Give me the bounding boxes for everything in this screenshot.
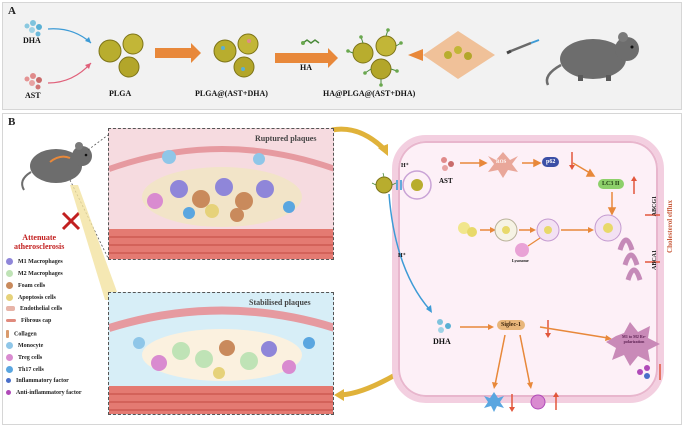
panel-b-letter: B [8,116,16,128]
h-plus-top-label: H⁺ [401,163,409,169]
ast-mech-label: AST [439,177,453,185]
legend-label: Monocyte [18,342,44,349]
ha-label: HA [300,63,312,72]
abcg1-label: ABCG1 [652,196,658,217]
nanoparticle-diamond-icon [408,31,495,79]
legend-label: Endothelial cells [20,306,63,312]
ros-label: ROS [496,160,507,165]
legend-label: Th17 cells [18,366,44,373]
ast-pathway-arrows [460,158,617,216]
th17-output-icon [484,392,504,412]
legend-item: M1 Macrophages [6,258,63,265]
dha-mech-label: DHA [433,337,451,346]
ruptured-plaque-box: Ruptured plaques [108,128,334,260]
lysosome-icon [515,243,529,257]
treg-cell-icon [6,354,13,361]
endosome-icon [402,170,432,200]
transporter-icons [617,214,660,281]
anti-inflammatory-factor-icon [6,390,11,396]
lysosome-label: Lysosome [512,258,529,263]
dha-release-arrow [388,193,431,311]
autophagy-row [458,214,622,257]
legend-item: M2 Macrophages [6,270,63,277]
ast-label: AST [25,91,41,100]
ast-release-icon [441,157,454,171]
lc3-node: LC3 II [598,179,624,189]
legend-item: Foam cells [6,282,45,289]
receptor-nanoparticle-icon [371,172,402,194]
foam-cell-icon [6,282,13,289]
treg-output-icon [530,394,546,410]
th17-cell-icon [6,366,13,373]
plga-nanoparticle-icon [98,33,144,78]
panel-a: A [2,2,682,110]
plga-loaded-nanoparticle-icon [213,33,259,78]
m2-macrophage-icon [6,270,13,277]
legend-item: Fibrous cap [6,318,51,324]
legend-item: Th17 cells [6,366,44,373]
stabilised-plaque-art [109,306,333,414]
attenuate-label: Attenuate atherosclerosis [14,233,65,251]
m1-macrophage-icon [6,258,13,265]
legend-label: Inflammatory factor [16,378,69,384]
mouse-icon [545,32,639,86]
legend-label: Apoptosis cells [18,294,56,301]
monocyte-icon [6,342,13,349]
ast-molecule-icon [24,73,42,90]
legend-label: Treg cells [18,354,43,361]
dha-molecule-icon [24,20,42,37]
legend-item: Treg cells [6,354,42,361]
ruptured-plaque-art [109,146,333,259]
panel-a-letter: A [8,5,16,17]
step1-arrow [155,43,201,63]
cholesterol-efflux-label: Cholesterol efflux [666,200,674,253]
siglec-node: Siglec-1 [497,320,525,330]
endothelial-cell-icon [6,306,15,312]
step2-arrow [275,48,338,68]
ruptured-plaques-title: Ruptured plaques [255,134,317,143]
polarization-label: M1 to M2 Re-polarization [622,334,646,344]
inflammatory-factor-icon [6,378,11,384]
legend-label: Foam cells [18,282,46,289]
ruptured-cells [147,150,295,222]
legend-item: Inflammatory factor [6,378,69,384]
legend-label: Collagen [14,331,37,338]
stabilised-plaques-title: Stabilised plaques [249,298,311,307]
legend-item: Anti-inflammatory factor [6,390,81,396]
fibrous-cap-icon [6,319,16,323]
legend-label: M2 Macrophages [18,270,63,277]
legend-item: Apoptosis cells [6,294,56,301]
ha-plga-label: HA@PLGA@(AST+DHA) [323,89,416,98]
legend-item: Monocyte [6,342,43,349]
stabilised-cells [133,337,315,379]
legend-label: M1 Macrophages [18,258,63,265]
plga-label: PLGA [109,89,132,98]
polarization-star-icon [606,322,660,366]
dha-release-icon [437,319,451,333]
plga-loaded-label: PLGA@(AST+DHA) [195,89,268,98]
treatment-beam [70,185,120,300]
dha-label: DHA [23,36,41,45]
p62-node: p62 [542,157,560,167]
ha-plga-nanoparticle-icon [346,28,403,87]
apoptosis-cell-icon [6,294,13,301]
cytokine-output-icons [637,364,661,380]
syringe-icon [506,39,540,55]
legend-item: Collagen [6,330,37,338]
legend-label: Anti-inflammatory factor [16,390,82,396]
h-plus-side-label: H⁺ [398,253,406,259]
collagen-icon [6,330,9,338]
legend-item: Endothelial cells [6,306,62,312]
legend-label: Fibrous cap [21,318,52,324]
inhibition-cross-icon [61,211,81,231]
mouse-with-plaque-icon [21,142,92,191]
ros-icon [488,152,518,178]
stabilised-plaque-box: Stabilised plaques [108,292,334,415]
abca1-label: ABCA1 [652,250,658,271]
ha-polymer-icon [301,39,320,45]
panel-a-graphics [24,20,639,90]
to-cell-arrow [331,126,387,152]
